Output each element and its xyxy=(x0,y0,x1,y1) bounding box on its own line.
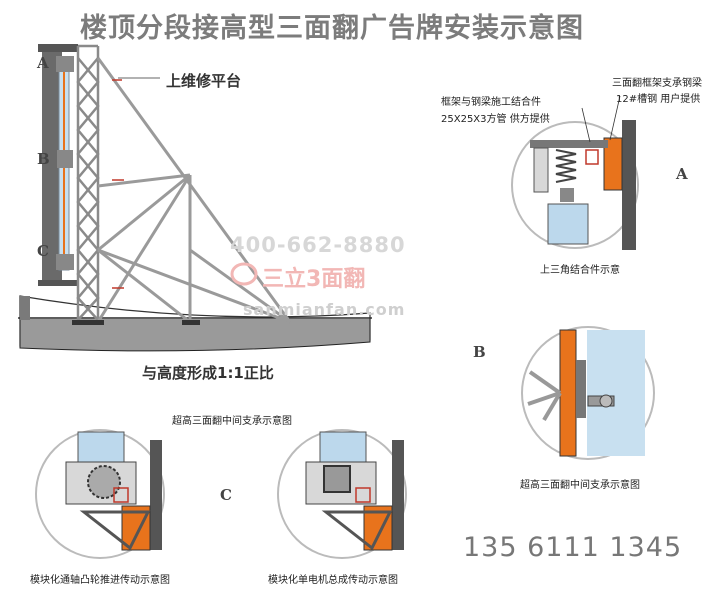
detail-c1-wall xyxy=(150,440,162,550)
frame-steel-join-label: 框架与钢梁施工结合件 xyxy=(441,97,541,108)
detail-a-spring xyxy=(555,149,577,183)
marker-b-detail: B xyxy=(473,343,486,361)
detail-a-steel xyxy=(603,137,623,191)
detail-a-profile xyxy=(533,147,549,193)
detail-c1-gear xyxy=(87,465,121,499)
support-truss xyxy=(96,57,292,324)
ratio-note: 与高度形成1:1正比 xyxy=(142,364,274,382)
lattice-tower xyxy=(76,44,100,322)
modular-cam-caption: 模块化通轴凸轮推进传动示意图 xyxy=(30,575,170,586)
upper-triangle-caption: 上三角结合件示意 xyxy=(540,265,620,276)
parapet xyxy=(20,296,30,320)
detail-c-right xyxy=(277,429,407,559)
watermark-brand-mark: 3 xyxy=(306,267,322,292)
foot-plate-left xyxy=(72,320,104,325)
detail-a-wall xyxy=(622,120,636,250)
watermark-url: sanmianfan.com xyxy=(243,300,406,319)
tube-spec-label: 25X25X3方管 供方提供 xyxy=(441,114,550,125)
support-steel-label: 三面翻框架支承钢梁 xyxy=(612,78,702,89)
detail-c1-panel xyxy=(77,431,125,463)
detail-b-steel xyxy=(559,329,577,457)
detail-a-beam xyxy=(530,140,608,148)
detail-b-nut xyxy=(599,394,613,408)
leader-a-1 xyxy=(581,107,591,143)
roof-hatch xyxy=(19,317,371,352)
contact-phone: 135 6111 1345 xyxy=(463,532,683,563)
mid-support-caption-b: 超高三面翻中间支承示意图 xyxy=(520,480,640,491)
mid-support-caption-top: 超高三面翻中间支承示意图 xyxy=(172,416,292,427)
detail-b-panel-right xyxy=(587,330,645,456)
marker-b-left: B xyxy=(37,150,50,168)
joint-b xyxy=(57,150,73,168)
detail-a xyxy=(511,95,639,250)
bottom-cap xyxy=(38,280,78,286)
marker-a-left: A xyxy=(37,54,49,72)
joint-a xyxy=(56,56,74,72)
main-elevation xyxy=(18,44,372,352)
watermark-phone: 400-662-8880 xyxy=(230,233,406,257)
detail-c-left xyxy=(35,429,165,559)
detail-c1-arm xyxy=(79,510,151,551)
foot-plate-right xyxy=(182,320,200,325)
detail-b xyxy=(521,326,655,460)
top-platform-label: 上维修平台 xyxy=(166,72,242,90)
detail-c2-panel xyxy=(319,431,367,463)
marker-c-left: C xyxy=(37,242,49,260)
watermark-logo-ring xyxy=(230,262,258,286)
page-title: 楼顶分段接高型三面翻广告牌安装示意图 xyxy=(80,13,584,44)
detail-c2-red-clip xyxy=(355,487,371,503)
billboard-frame xyxy=(42,50,62,282)
joint-c xyxy=(56,254,74,270)
detail-b-plate xyxy=(576,360,586,418)
marker-a-detail: A xyxy=(676,165,688,183)
detail-c2-motor xyxy=(323,465,351,493)
detail-a-red-clip xyxy=(585,149,599,165)
channel-spec-label: 12#槽钢 用户提供 xyxy=(616,94,701,105)
watermark-brand-name: 三立 xyxy=(262,267,307,292)
detail-b-braces xyxy=(527,370,562,422)
detail-c1-red-clip xyxy=(113,487,129,503)
detail-c2-arm xyxy=(321,510,393,551)
leader-a-2 xyxy=(609,95,621,141)
watermark-brand: 三立3面翻 xyxy=(262,261,365,293)
top-cap xyxy=(38,44,78,52)
detail-c2-wall xyxy=(392,440,404,550)
marker-c-detail: C xyxy=(220,486,232,504)
watermark-brand-suffix: 面翻 xyxy=(321,267,366,292)
anchor-brackets xyxy=(112,79,124,289)
detail-a-shaft xyxy=(560,188,574,202)
detail-a-panel xyxy=(547,203,589,245)
modular-motor-caption: 模块化单电机总成传动示意图 xyxy=(268,575,398,586)
